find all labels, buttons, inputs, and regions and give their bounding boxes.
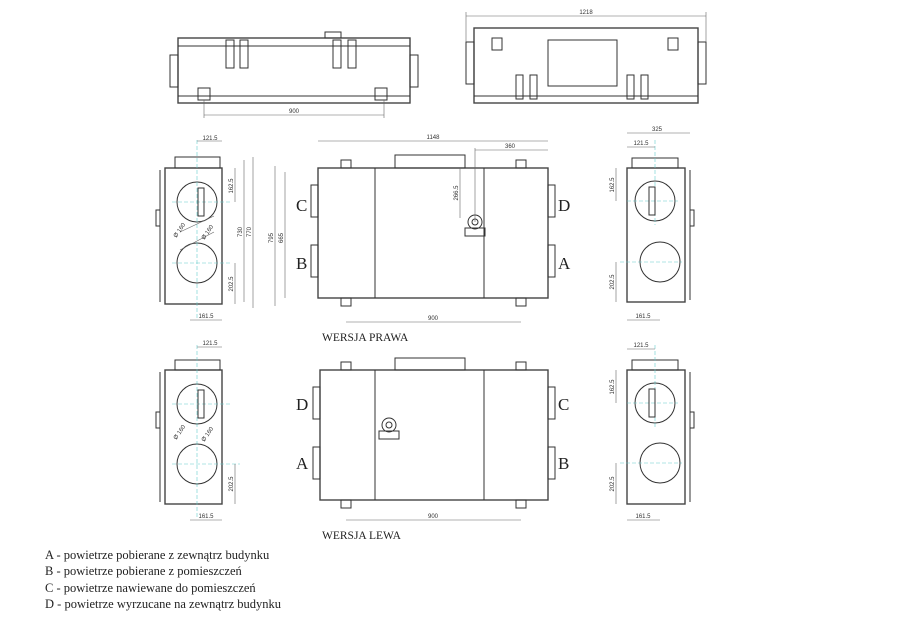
port-label-c-lewa: C — [558, 395, 569, 414]
side-view-right-lewa: 121.5 162.5 202.5 161.5 — [610, 343, 695, 521]
dim-900-lewa: 900 — [428, 514, 439, 520]
front-view-prawa: 1148 360 266.5 795 665 900 C B D A WERSJ… — [269, 135, 571, 344]
legend-item-c: C - powietrze nawiewane do pomieszczeń — [45, 580, 256, 595]
dim-121-5-lewa: 121.5 — [202, 341, 218, 347]
dim-202-5-right: 202.5 — [610, 274, 616, 290]
dim-325: 325 — [652, 127, 663, 133]
front-view-lewa: 900 D A C B WERSJA LEWA — [296, 357, 569, 542]
legend: A - powietrze pobierane z zewnątrz budyn… — [45, 547, 281, 612]
port-label-b-lewa: B — [558, 454, 569, 473]
dim-162-5-right: 162.5 — [610, 177, 616, 193]
legend-item-b: B - powietrze pobierane z pomieszczeń — [45, 564, 242, 579]
dim-202-5-lewa: 202.5 — [229, 476, 235, 492]
dim-202-5-right-lewa: 202.5 — [610, 476, 616, 492]
dim-770: 770 — [247, 226, 253, 237]
port-label-d: D — [558, 196, 570, 215]
dim-730: 730 — [238, 226, 244, 237]
caption-prawa: WERSJA PRAWA — [322, 332, 409, 344]
side-view-right-prawa: 325 121.5 162.5 202.5 161.5 — [610, 127, 695, 321]
top-view-left: 900 — [169, 31, 419, 118]
dim-665: 665 — [279, 232, 285, 243]
legend-item-d: D - powietrze wyrzucane na zewnątrz budy… — [45, 596, 282, 611]
dim-900-top: 900 — [289, 109, 300, 115]
caption-lewa: WERSJA LEWA — [322, 530, 402, 542]
legend-item-a: A - powietrze pobierane z zewnątrz budyn… — [45, 548, 270, 562]
dim-202-5: 202.5 — [229, 276, 235, 292]
dim-121-5: 121.5 — [202, 136, 218, 142]
side-view-left-lewa: Ø 160 Ø 160 121.5 202.5 161.5 — [155, 341, 240, 521]
port-label-a-lewa: A — [296, 454, 309, 473]
port-label-a: A — [558, 254, 571, 273]
port-label-b: B — [296, 254, 307, 273]
top-view-right: 1218 — [465, 10, 707, 104]
dim-161-5: 161.5 — [198, 314, 214, 320]
dim-360: 360 — [505, 144, 516, 150]
dim-1148: 1148 — [427, 135, 441, 141]
dim-266-5: 266.5 — [454, 185, 460, 201]
dim-161-5-lewa: 161.5 — [198, 514, 214, 520]
dim-1218: 1218 — [579, 10, 593, 16]
dim-121-5-right-lewa: 121.5 — [633, 343, 649, 349]
dim-121-5-right: 121.5 — [633, 141, 649, 147]
dim-900-prawa: 900 — [428, 316, 439, 322]
dim-162-5-right-lewa: 162.5 — [610, 379, 616, 395]
dim-161-5-right-lewa: 161.5 — [635, 514, 651, 520]
side-view-left-prawa: Ø 160 Ø 160 121.5 162.5 202.5 730 770 16… — [155, 136, 254, 321]
dim-162-5: 162.5 — [229, 178, 235, 194]
port-label-c: C — [296, 196, 307, 215]
dim-795: 795 — [269, 232, 275, 243]
port-label-d-lewa: D — [296, 395, 308, 414]
dim-161-5-right: 161.5 — [635, 314, 651, 320]
